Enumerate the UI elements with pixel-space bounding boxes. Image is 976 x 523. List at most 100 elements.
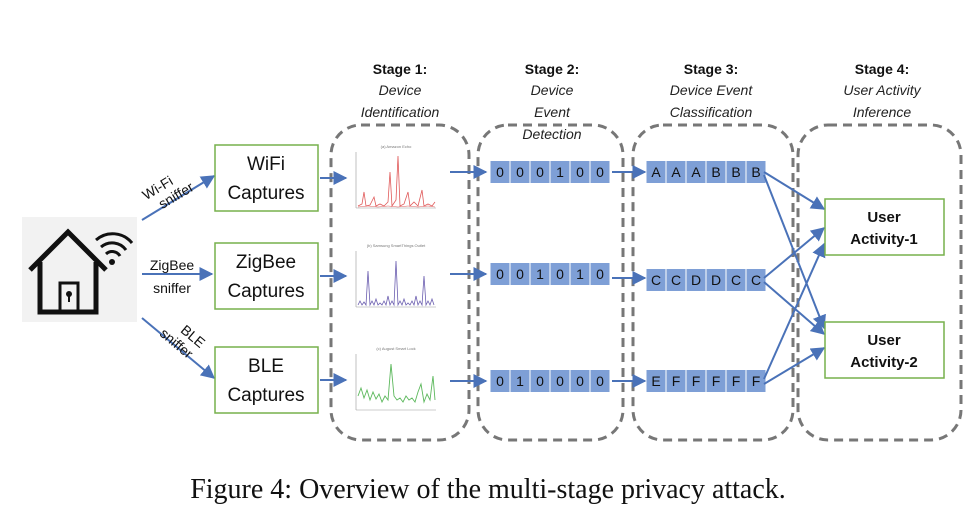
classification-to-activity-arrow xyxy=(763,171,826,210)
stage-4-title: Stage 4: xyxy=(855,61,909,77)
stage-2-container xyxy=(476,123,625,442)
stage-1-header: Stage 1: Device Identification xyxy=(361,61,440,120)
sequence-cell xyxy=(666,269,686,291)
sequence-cell xyxy=(550,370,570,392)
stage-4-subtitle: User Activity xyxy=(843,82,921,98)
sequence-cell-label: 0 xyxy=(596,266,604,282)
sequence-cell xyxy=(570,370,590,392)
classification-to-activity-arrow xyxy=(763,227,826,279)
svg-text:User: User xyxy=(867,209,901,226)
sequence-cell-label: F xyxy=(732,373,741,389)
sequence-cell xyxy=(706,161,726,183)
stage-3-header: Stage 3: Device Event Classification xyxy=(670,61,754,120)
stage-3-subtitle: Classification xyxy=(670,104,753,120)
stage-1-subtitle: Device xyxy=(379,82,422,98)
sequence-cell-label: 0 xyxy=(576,373,584,389)
svg-text:(c) August Smart Lock: (c) August Smart Lock xyxy=(376,346,415,351)
svg-text:sniffer: sniffer xyxy=(153,280,191,296)
sequence-cell-label: E xyxy=(651,373,660,389)
sequence-cell xyxy=(570,161,590,183)
sequence-cell xyxy=(726,269,746,291)
sequence-cell-label: 0 xyxy=(556,373,564,389)
sequence-cell-label: 1 xyxy=(576,266,584,282)
sequence-cell xyxy=(726,370,746,392)
sequence-cell xyxy=(590,370,610,392)
svg-text:Captures: Captures xyxy=(227,281,304,302)
sequence-cell-label: 0 xyxy=(596,164,604,180)
sequence-cell xyxy=(706,269,726,291)
sequence-cell-label: 0 xyxy=(496,266,504,282)
wifi-sniffer-label: Wi-Fi sniffer xyxy=(139,172,196,211)
stage-2-subtitle: Detection xyxy=(522,126,581,142)
sequence-cell xyxy=(530,161,550,183)
sequence-cell xyxy=(530,370,550,392)
house-wifi-icon xyxy=(22,217,137,322)
sequence-cell xyxy=(510,370,530,392)
classification-to-activity-arrow xyxy=(763,174,826,330)
sequence-cell xyxy=(646,370,666,392)
sequence-cell xyxy=(686,161,706,183)
sequence-cell-label: B xyxy=(731,164,740,180)
ble-sniffer-arrow xyxy=(141,317,216,379)
svg-text:BLE: BLE xyxy=(248,356,284,377)
svg-text:(b) Samsung SmartThings Outlet: (b) Samsung SmartThings Outlet xyxy=(367,243,426,248)
zigbee-captures-box: ZigBee Captures xyxy=(214,242,319,310)
sequence-cell-label: 0 xyxy=(576,164,584,180)
sequence-cell-label: 0 xyxy=(516,266,524,282)
classification-to-activity-arrow xyxy=(763,281,826,335)
sequence-cell-label: 1 xyxy=(536,266,544,282)
sequence-cell xyxy=(666,370,686,392)
sequence-cell-label: C xyxy=(671,272,681,288)
stage-2-title: Stage 2: xyxy=(525,61,579,77)
sequence-cell xyxy=(490,370,510,392)
figure-caption: Figure 4: Overview of the multi-stage pr… xyxy=(190,474,786,505)
stage-4-header: Stage 4: User Activity Inference xyxy=(843,61,921,120)
svg-text:Activity-2: Activity-2 xyxy=(850,354,918,371)
sequence-cell-label: 0 xyxy=(536,373,544,389)
stage-3-subtitle: Device Event xyxy=(670,82,754,98)
stage-3-title: Stage 3: xyxy=(684,61,738,77)
stage-1-container xyxy=(329,123,471,442)
sequence-cell-label: B xyxy=(711,164,720,180)
sequence-cell xyxy=(550,263,570,285)
svg-text:ZigBee: ZigBee xyxy=(236,252,296,273)
sequence-cell-label: F xyxy=(712,373,721,389)
sequence-cell xyxy=(646,269,666,291)
sequence-cell xyxy=(726,161,746,183)
stage-1-subtitle: Identification xyxy=(361,104,440,120)
stage-2-header: Stage 2: Device Event Detection xyxy=(522,61,581,142)
user-activity-2-box: User Activity-2 xyxy=(824,321,945,379)
sequence-cell xyxy=(590,263,610,285)
sequence-cell xyxy=(746,161,766,183)
sequence-cell xyxy=(530,263,550,285)
sequence-cell-label: D xyxy=(691,272,701,288)
svg-text:(a) Amazon Echo: (a) Amazon Echo xyxy=(381,144,412,149)
sequence-cell-label: B xyxy=(751,164,760,180)
sequence-cell xyxy=(570,263,590,285)
user-activity-1-box: User Activity-1 xyxy=(824,198,945,256)
sequence-cell xyxy=(666,161,686,183)
wifi-captures-box: WiFi Captures xyxy=(214,144,319,212)
sequence-cell-label: 0 xyxy=(556,266,564,282)
classification-to-activity-arrow xyxy=(763,347,826,385)
sequence-cell-label: 0 xyxy=(516,164,524,180)
svg-text:Captures: Captures xyxy=(227,385,304,406)
sequence-cell xyxy=(646,161,666,183)
sequence-cell-label: D xyxy=(711,272,721,288)
sequence-cell xyxy=(706,370,726,392)
sequence-cell-label: A xyxy=(651,164,661,180)
sequence-cell-label: 1 xyxy=(556,164,564,180)
svg-text:ZigBee: ZigBee xyxy=(150,257,195,273)
zigbee-sniffer-label: ZigBee sniffer xyxy=(150,257,195,296)
svg-text:WiFi: WiFi xyxy=(247,154,285,175)
sequence-cell xyxy=(510,263,530,285)
sequence-cell-label: C xyxy=(651,272,661,288)
ble-sniffer-label: BLE sniffer xyxy=(157,321,208,361)
